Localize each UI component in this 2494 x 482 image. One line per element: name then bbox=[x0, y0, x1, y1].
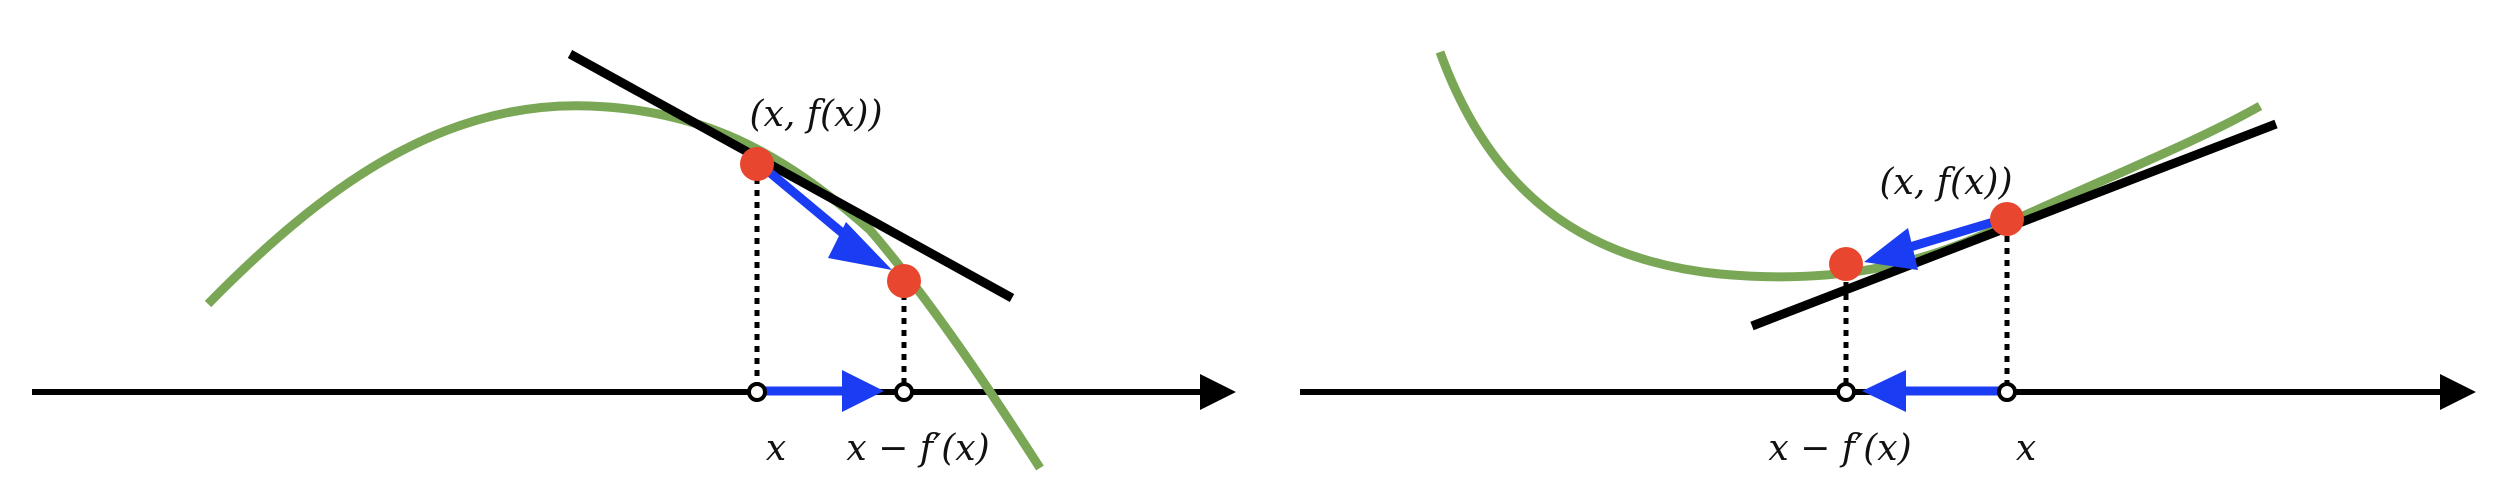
left-current-point bbox=[740, 147, 774, 181]
left-axis-step-arrow bbox=[762, 370, 884, 412]
right-axis-marker-step bbox=[1836, 382, 1856, 402]
right-panel: (x, f(x)) x − f′(x) x bbox=[1300, 50, 2476, 469]
right-point-label: (x, f(x)) bbox=[1880, 162, 2013, 203]
left-step-arrow bbox=[759, 162, 892, 270]
left-x-label: x bbox=[766, 428, 786, 469]
right-axis-step-arrow bbox=[1862, 370, 2000, 412]
right-function-curve-stroke bbox=[1435, 50, 2263, 282]
left-axis-marker-x bbox=[747, 382, 767, 402]
left-panel: (x, f(x)) x x − f′(x) bbox=[32, 50, 1236, 471]
right-step-arrow bbox=[1864, 215, 2002, 270]
left-point-label: (x, f(x)) bbox=[750, 94, 883, 135]
right-axis-marker-x bbox=[1997, 382, 2017, 402]
right-x-label: x bbox=[2016, 428, 2036, 469]
right-current-point bbox=[1990, 202, 2024, 236]
left-axis-marker-step bbox=[894, 382, 914, 402]
right-next-point bbox=[1829, 247, 1863, 281]
right-step-label: x − f′(x) bbox=[1768, 428, 1911, 469]
left-step-label: x − f′(x) bbox=[846, 428, 989, 469]
left-tangent-line bbox=[567, 50, 1015, 302]
left-x-axis bbox=[32, 374, 1236, 410]
left-next-point bbox=[887, 264, 921, 298]
